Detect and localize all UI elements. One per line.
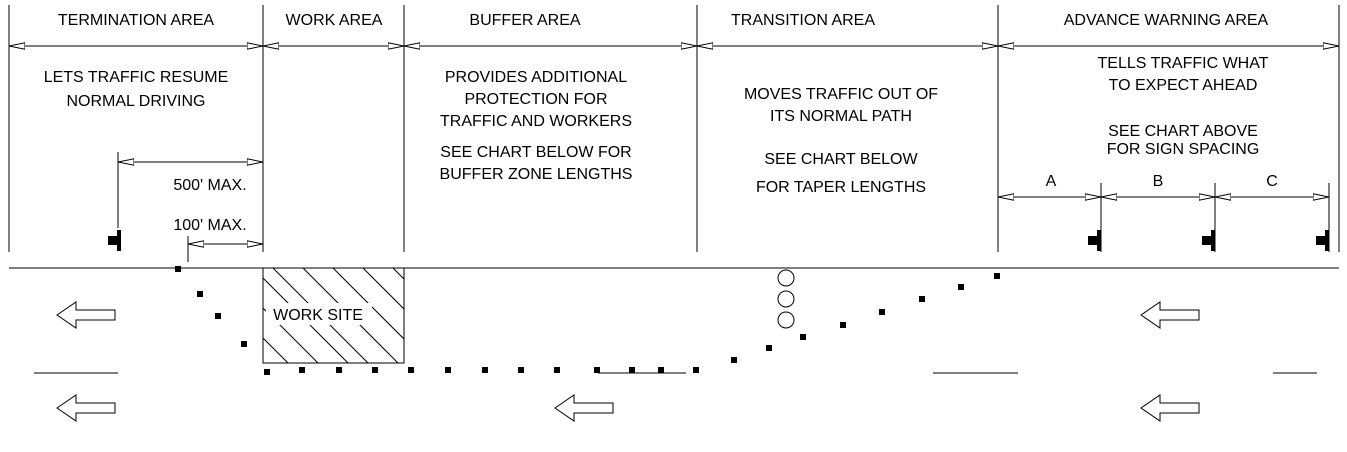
cone-marker <box>241 341 247 347</box>
traffic-arrows <box>56 301 1200 422</box>
cone-marker <box>372 367 378 373</box>
traffic-arrow-left-icon <box>1140 301 1200 329</box>
advance-desc-line-1: TELLS TRAFFIC WHAT <box>1098 55 1269 72</box>
traffic-arrow-left-icon <box>56 301 116 329</box>
sign-icon <box>108 230 121 251</box>
advance-note-line-2: FOR SIGN SPACING <box>1107 141 1260 158</box>
termination-desc-line-2: NORMAL DRIVING <box>67 93 206 110</box>
cone-marker <box>482 367 488 373</box>
road-markings <box>9 267 1339 374</box>
advance-note-line-1: SEE CHART ABOVE <box>1108 123 1258 140</box>
buffer-desc-line-2: PROTECTION FOR <box>464 91 607 108</box>
advance-warning-area-header: ADVANCE WARNING AREA <box>1064 12 1269 29</box>
cone-marker <box>658 367 664 373</box>
buffer-area-header: BUFFER AREA <box>469 12 580 29</box>
cone-marker <box>299 367 305 373</box>
cone-marker <box>629 367 635 373</box>
transition-note-line-1: SEE CHART BELOW <box>764 151 918 168</box>
drum-markers <box>777 269 795 329</box>
traffic-arrow-left-icon <box>554 394 614 422</box>
cone-marker <box>264 369 270 375</box>
transition-note-line-2: FOR TAPER LENGTHS <box>756 179 926 196</box>
cone-marker <box>840 322 846 328</box>
cone-marker <box>958 284 964 290</box>
cone-marker <box>731 357 737 363</box>
cone-marker <box>336 367 342 373</box>
cone-marker <box>766 345 772 351</box>
buffer-note-line-2: BUFFER ZONE LENGTHS <box>440 166 633 183</box>
cone-marker <box>197 291 203 297</box>
cone-marker <box>518 367 524 373</box>
drum-marker <box>777 290 795 308</box>
sign-spacing-dimensions <box>998 183 1330 252</box>
sign-icon <box>1088 230 1101 251</box>
cone-marker <box>800 334 806 340</box>
transition-desc-line-1: MOVES TRAFFIC OUT OF <box>744 86 938 103</box>
sign-icons <box>108 230 1329 251</box>
transition-area-header: TRANSITION AREA <box>731 12 875 29</box>
work-site-label: WORK SITE <box>273 307 363 324</box>
cone-marker <box>215 313 221 319</box>
cone-marker <box>554 367 560 373</box>
spacing-label-a: A <box>1046 173 1057 190</box>
sign-icon <box>1316 230 1329 251</box>
channelizing-devices <box>175 266 1000 375</box>
cone-marker <box>693 367 699 373</box>
traffic-arrow-left-icon <box>56 394 116 422</box>
cone-marker <box>408 367 414 373</box>
work-area-header: WORK AREA <box>286 12 383 29</box>
transition-desc-line-2: ITS NORMAL PATH <box>770 108 912 125</box>
advance-desc-line-2: TO EXPECT AHEAD <box>1109 77 1258 94</box>
spacing-label-c: C <box>1266 173 1278 190</box>
cone-marker <box>445 367 451 373</box>
drum-marker <box>777 269 795 287</box>
max-100-label: 100' MAX. <box>173 217 246 234</box>
cone-marker <box>175 266 181 272</box>
termination-dimensions <box>117 152 263 262</box>
drum-marker <box>777 311 795 329</box>
buffer-desc-line-1: PROVIDES ADDITIONAL <box>445 69 627 86</box>
termination-desc-line-1: LETS TRAFFIC RESUME <box>44 69 229 86</box>
buffer-desc-line-3: TRAFFIC AND WORKERS <box>440 113 632 130</box>
cone-marker <box>594 367 600 373</box>
work-site-box <box>262 267 405 364</box>
traffic-arrow-left-icon <box>1140 394 1200 422</box>
spacing-label-b: B <box>1153 173 1164 190</box>
cone-marker <box>879 309 885 315</box>
sign-icon <box>1202 230 1215 251</box>
cone-marker <box>919 296 925 302</box>
max-500-label: 500' MAX. <box>173 177 246 194</box>
termination-area-header: TERMINATION AREA <box>58 12 214 29</box>
cone-marker <box>994 273 1000 279</box>
buffer-note-line-1: SEE CHART BELOW FOR <box>440 144 631 161</box>
